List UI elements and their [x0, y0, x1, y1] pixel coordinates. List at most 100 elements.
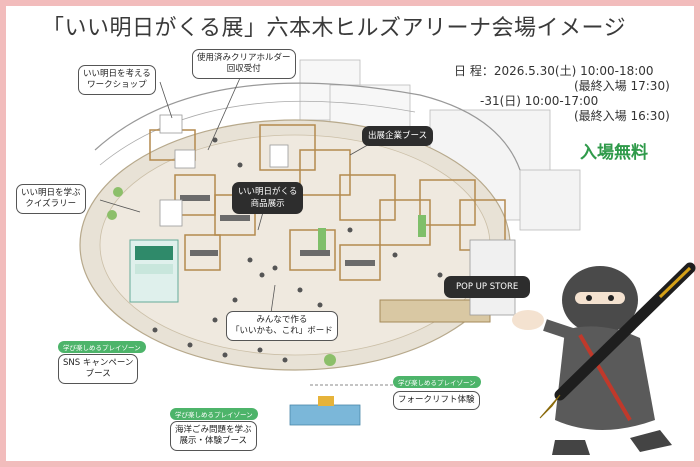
goods-label-2: 商品展示: [250, 199, 285, 209]
plant: [113, 187, 123, 197]
forklift-callout: フォークリフト体験: [393, 391, 480, 410]
workshop-label-2: ワークショップ: [87, 80, 147, 90]
forklift-vehicle: [318, 396, 334, 406]
plant: [324, 354, 336, 366]
ninja-foot-right: [630, 430, 672, 452]
booth-frame: [184, 234, 221, 271]
leader-line: [99, 199, 141, 213]
kiosk-screen: [135, 246, 173, 260]
shelf: [180, 195, 210, 201]
booth-frame: [299, 149, 351, 196]
play-zone-badge-ocean: 学び楽しめるプレイゾーン: [170, 408, 258, 420]
forklift-mat: [289, 404, 361, 426]
quiz-callout: いい明日を学ぶ クイズラリー: [16, 184, 86, 214]
booth-frame: [259, 124, 316, 171]
plant: [107, 210, 117, 220]
ocean-label-2: 展示・体験ブース: [179, 436, 248, 446]
ninja-eye-left: [586, 295, 592, 301]
visitor: [152, 327, 158, 333]
ninja-character: [512, 266, 672, 455]
leader-line: [159, 81, 173, 119]
visitor: [347, 227, 353, 233]
ninja-eye-right: [608, 295, 614, 301]
board-callout: みんなで作る 「いいかも、これ」ボード: [226, 311, 338, 341]
board-label-1: みんなで作る: [256, 315, 308, 325]
booth-frame: [339, 174, 396, 221]
ninja-arm: [543, 319, 577, 341]
display-shelves: [180, 195, 375, 266]
goods-display-label: いい明日がくる 商品展示: [232, 182, 304, 214]
green-panel: [418, 215, 426, 237]
panel: [269, 144, 289, 168]
play-zone-badge-forklift: 学び楽しめるプレイゾーン: [393, 376, 481, 388]
visitor: [259, 272, 265, 278]
workshop-callout: いい明日を考える ワークショップ: [78, 65, 156, 95]
schedule-line-4: (最終入場 16:30): [574, 109, 670, 123]
green-panel: [318, 228, 326, 250]
goods-label-1: いい明日がくる: [238, 187, 298, 197]
ninja-foot-left: [552, 440, 590, 455]
ninja-hand: [512, 310, 544, 330]
quiz-label-1: いい明日を学ぶ: [21, 188, 81, 198]
visitors-crowd: [152, 137, 443, 363]
panel: [159, 114, 183, 134]
roof-arc: [94, 82, 521, 171]
visitor: [237, 162, 243, 168]
visitor: [187, 342, 193, 348]
roof-arc-inner: [99, 100, 416, 166]
booth-frames: [149, 124, 506, 281]
schedule-line-1: 日 程：2026.5.30(土) 10:00-18:00: [454, 64, 654, 78]
building-4: [519, 169, 581, 231]
ocean-label-1: 海洋ごみ問題を学ぶ: [175, 425, 252, 435]
visitor: [437, 272, 443, 278]
shelf: [220, 215, 250, 221]
schedule-line-3: -31(日) 10:00-17:00: [480, 94, 599, 108]
clear-holder-label-1: 使用済みクリアホルダー: [197, 53, 291, 63]
visitor: [222, 352, 228, 358]
forklift-area: [289, 384, 400, 426]
event-schedule: 日 程：2026.5.30(土) 10:00-18:00 (最終入場 17:30…: [454, 64, 686, 124]
green-panels: [318, 215, 426, 250]
visitor: [282, 357, 288, 363]
shelf: [190, 250, 218, 256]
visitor: [212, 137, 218, 143]
admission-free-label: 入場無料: [580, 143, 648, 163]
schedule-line-2: (最終入場 17:30): [574, 79, 670, 93]
clear-holder-callout: 使用済みクリアホルダー 回収受付: [192, 49, 296, 79]
visitor: [317, 302, 323, 308]
ninja-eyes-band: [575, 292, 625, 304]
booth-frame: [419, 179, 476, 226]
clear-holder-label-2: 回収受付: [226, 64, 261, 74]
board-label-2: 「いいかも、これ」ボード: [231, 326, 333, 336]
exhibitor-booth-label: 出展企業ブース: [362, 126, 434, 146]
plants: [107, 187, 336, 366]
shelf: [300, 250, 330, 256]
ocean-callout: 海洋ごみ問題を学ぶ 展示・体験ブース: [170, 421, 257, 451]
ninja-sash: [578, 333, 632, 422]
visitor: [257, 347, 263, 353]
sns-label-1: SNS キャンペーン: [63, 358, 134, 368]
visitor: [247, 257, 253, 263]
visitor: [232, 297, 238, 303]
play-zone-badge-sns: 学び楽しめるプレイゾーン: [58, 341, 146, 353]
popup-store-label: POP UP STORE: [444, 276, 531, 298]
pen-clip: [658, 266, 692, 299]
booth-frame: [289, 229, 336, 271]
panel: [159, 199, 183, 227]
visitor: [297, 287, 303, 293]
booth-frame: [379, 199, 431, 246]
quiz-label-2: クイズラリー: [25, 199, 77, 209]
pen-nib: [539, 394, 561, 419]
leader-line: [207, 77, 241, 151]
white-panels: [159, 114, 289, 227]
page-title: 「いい明日がくる展」六本木ヒルズアリーナ会場イメージ: [42, 16, 627, 41]
panel: [174, 149, 196, 169]
visitor: [272, 265, 278, 271]
sns-kiosk: [129, 239, 179, 303]
workshop-label-1: いい明日を考える: [83, 69, 151, 79]
sns-label-2: ブース: [85, 369, 111, 379]
visitor: [392, 252, 398, 258]
shelf: [345, 260, 375, 266]
kiosk-panel: [135, 264, 173, 274]
